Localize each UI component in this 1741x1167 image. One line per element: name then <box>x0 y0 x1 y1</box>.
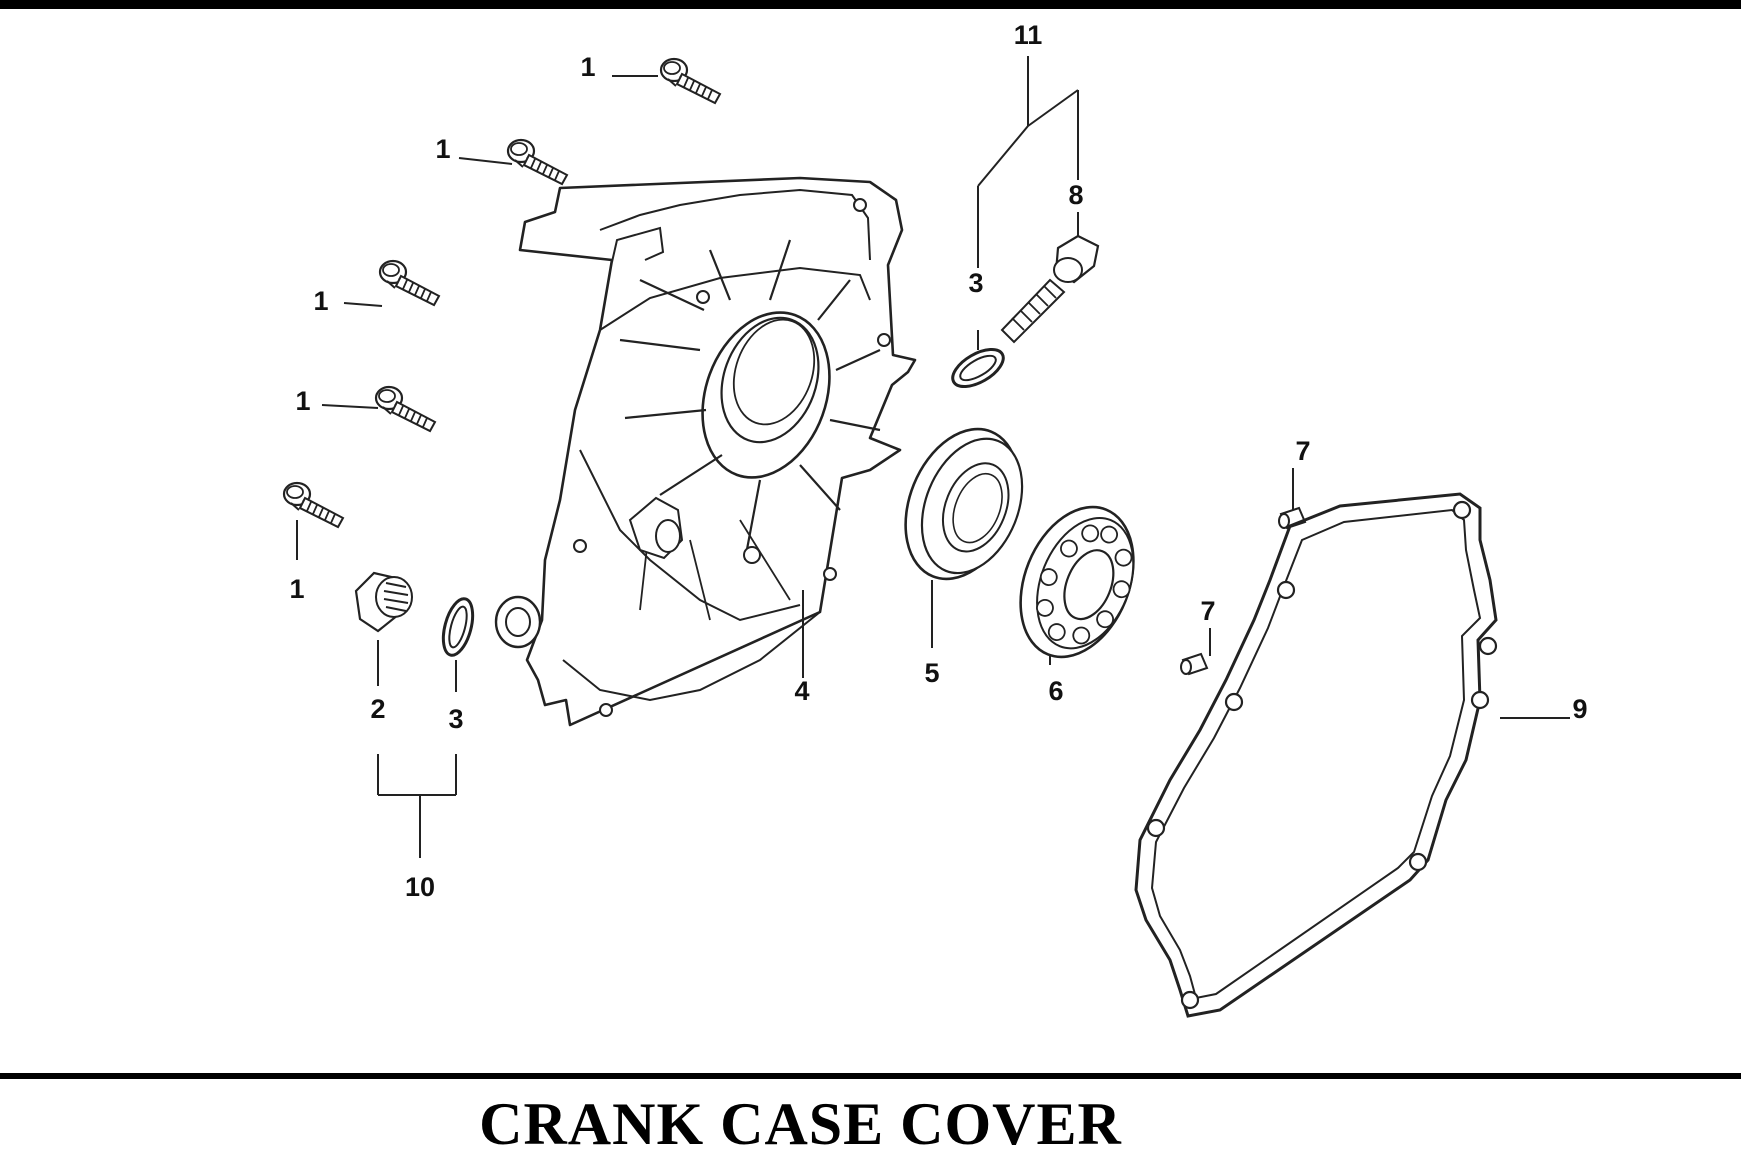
flange-bolt-icon <box>506 138 569 186</box>
top-border <box>0 0 1741 9</box>
flange-bolt-icon <box>659 57 722 105</box>
oil-filler-cap-icon <box>1000 234 1100 344</box>
callout-1: 1 <box>313 286 328 316</box>
callout-7: 7 <box>1200 596 1215 626</box>
callout-4: 4 <box>794 676 809 706</box>
callout-1: 1 <box>289 574 304 604</box>
oil-plug-icon <box>354 571 413 633</box>
diagram-title: CRANK CASE COVER <box>479 1091 1122 1157</box>
callout-3: 3 <box>448 704 463 734</box>
callout-10: 10 <box>405 872 435 902</box>
flange-bolt-icon <box>282 481 345 529</box>
callout-7: 7 <box>1295 436 1310 466</box>
dowel-pin-icon <box>1180 653 1208 675</box>
oil-seal-icon <box>904 427 1024 581</box>
callout-9: 9 <box>1572 694 1587 724</box>
callout-3: 3 <box>968 268 983 298</box>
crank-case-cover-icon <box>494 176 917 727</box>
callout-8: 8 <box>1068 180 1083 210</box>
ball-bearing-icon <box>1019 505 1135 659</box>
callout-1: 1 <box>435 134 450 164</box>
o-ring-icon <box>951 347 1005 389</box>
callout-numbers: 1 1 1 1 1 2 3 3 4 5 6 7 7 8 9 10 11 <box>289 20 1587 902</box>
leader-lines <box>296 56 1570 858</box>
callout-11: 11 <box>1014 20 1043 50</box>
gasket-icon <box>1134 492 1498 1018</box>
callout-2: 2 <box>370 694 385 724</box>
flange-bolt-icon <box>374 385 437 433</box>
bottom-border <box>0 1073 1741 1079</box>
callout-6: 6 <box>1048 676 1063 706</box>
o-ring-icon <box>441 597 475 657</box>
flange-bolt-icon <box>378 259 441 307</box>
callout-1: 1 <box>580 52 595 82</box>
callout-1: 1 <box>295 386 310 416</box>
callout-5: 5 <box>924 658 939 688</box>
